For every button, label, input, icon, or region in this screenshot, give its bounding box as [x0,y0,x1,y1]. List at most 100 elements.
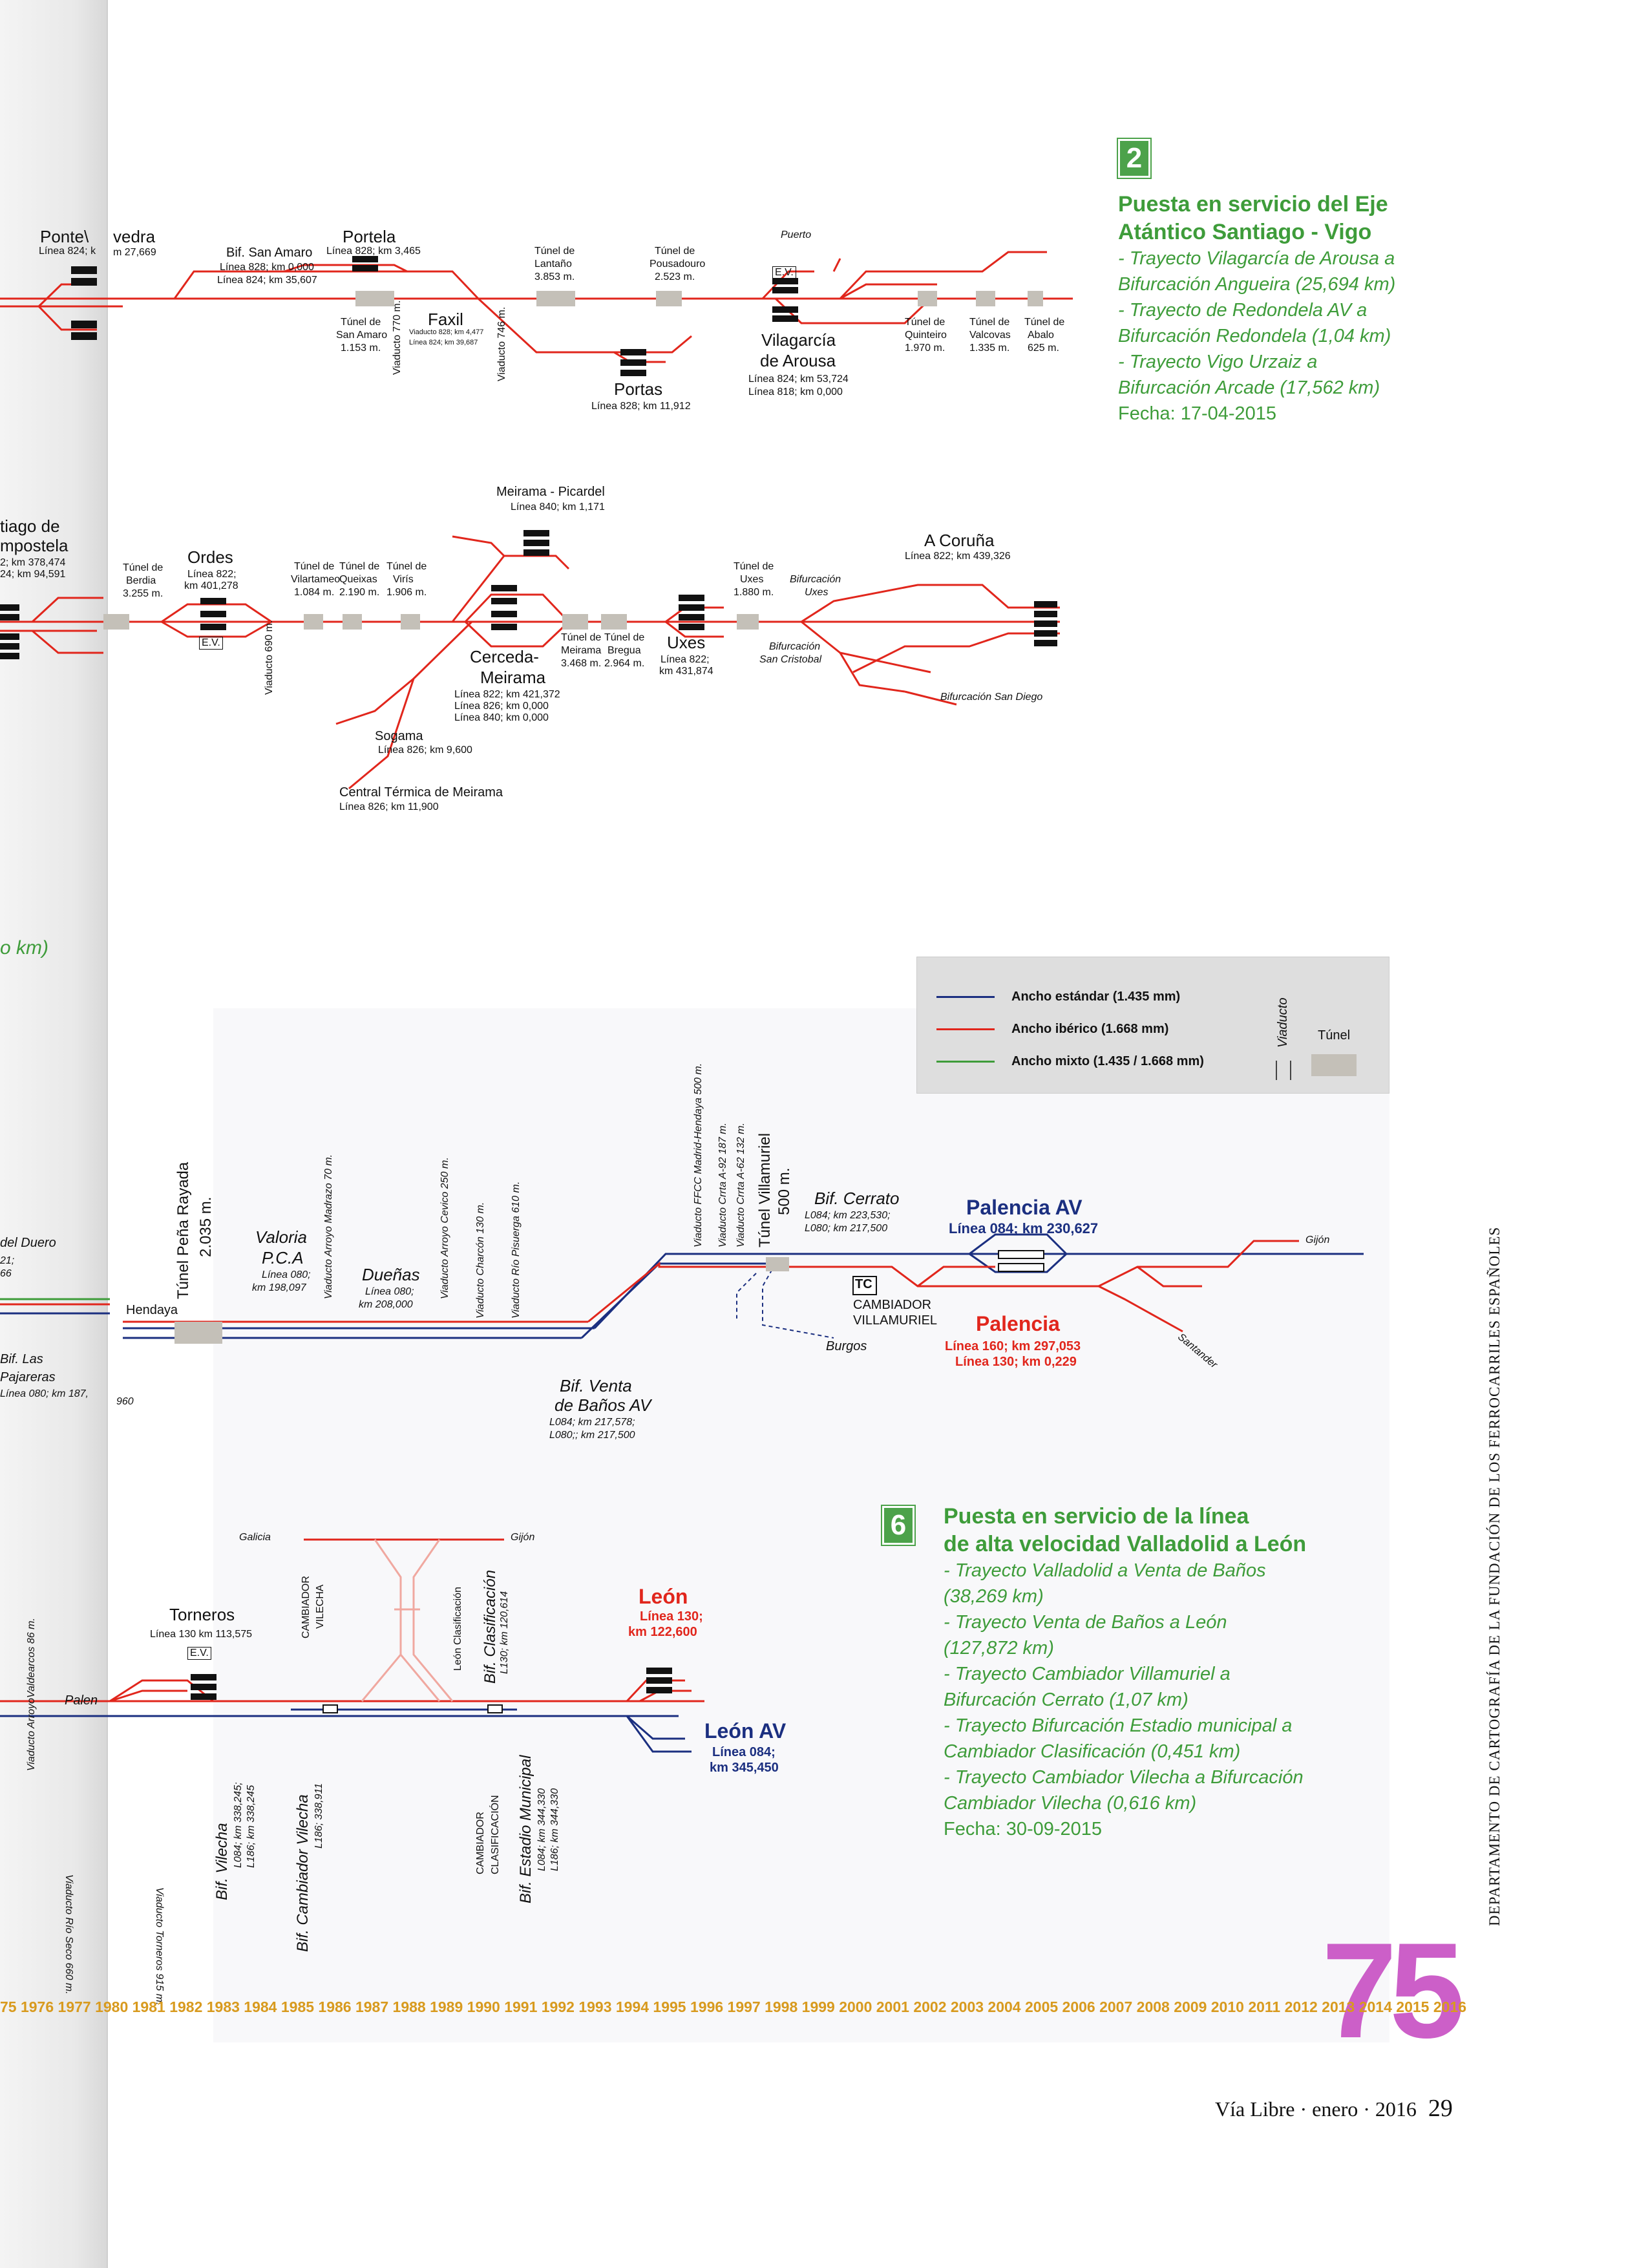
label-tunel-san-amaro-2: San Amaro [336,330,388,341]
section-2-item: - Trayecto Vigo Urzaiz a [1118,352,1318,373]
background-photo-shade [213,1008,1389,2042]
coruna-track-diagram [0,535,1060,790]
section-2-item: Bifurcación Angueira (25,694 km) [1118,274,1396,295]
label-vilagarcia-km2: Línea 818; km 0,000 [748,387,843,397]
label-tunel-vilartameo-2: Vilartameo [291,574,341,585]
label-del-duero-km1: 21; [0,1255,15,1266]
label-coruna-ev: E.V. [199,637,223,650]
label-valoria-km1: Línea 080; [262,1269,311,1280]
label-ordes: Ordes [187,547,233,567]
label-km-green: o km) [0,937,48,959]
label-tunel-queixas-3: 2.190 m. [339,587,380,598]
legend-tunel-symbol [1311,1054,1357,1076]
label-santiago-2: mpostela [0,536,69,555]
label-tunel-uxes-3: 1.880 m. [734,587,774,598]
label-tunel-meirama-3: 3.468 m. [561,658,602,669]
label-santiago-km1: 2; km 378,474 [0,557,66,568]
palencia-dashed-tracks [736,1263,834,1339]
label-tunel-berdia-3: 3.255 m. [123,588,164,599]
label-viaducto-pisuerga: Viaducto Río Pisuerga 610 m. [511,1181,522,1319]
section-6-item: - Trayecto Venta de Baños a León [944,1612,1227,1633]
label-portela-km: Línea 828; km 3,465 [326,246,421,257]
label-pontevedra: vedra [113,227,156,246]
page-number: 29 [1428,2095,1453,2122]
palencia-tunnels [174,1257,789,1344]
label-portas: Portas [614,379,663,399]
coruna-stations [0,530,1057,659]
label-leon-km2: km 122,600 [628,1625,697,1639]
label-vigo-ev: E.V. [772,266,796,280]
label-palencia: Palencia [976,1312,1060,1335]
label-tunel-queixas-2: Queixas [339,574,377,585]
legend-iberico: Ancho ibérico (1.668 mm) [936,1022,1168,1037]
label-tunel-bregua-1: Túnel de [604,632,645,643]
label-leon: León [639,1585,688,1608]
label-valoria-1: Valoria [255,1227,307,1247]
label-tunel-lantano-1: Túnel de [534,246,575,257]
label-viaducto-a62: Viaducto Crrta A-62 132 m. [735,1123,746,1247]
label-leon-av: León AV [704,1719,787,1743]
label-duenas-km1: Línea 080; [365,1286,414,1297]
label-tunel-lantano-2: Lantaño [534,259,572,270]
label-leon-av-km2: km 345,450 [710,1761,779,1775]
label-tunel-vilartameo-1: Túnel de [294,561,335,572]
label-viaducto-torneros: Viaducto Torneros 915 m. [154,1887,165,2006]
label-bif-san-amaro-km1: Línea 828; km 0,000 [220,262,314,273]
footer-text: Vía Libre · enero · 2016 [1215,2097,1417,2121]
leon-stations [191,1668,672,1700]
section-2-fecha: Fecha: 17-04-2015 [1118,403,1277,425]
label-tunel-virs-1: Túnel de [386,561,427,572]
section-2-panel: 2 Puesta en servicio del Eje Atántico Sa… [1117,138,1454,427]
section-6-item: - Trayecto Cambiador Vilecha a Bifurcaci… [944,1767,1304,1788]
legend-tunel: Túnel [1318,1028,1351,1043]
label-bif-cerrato: Bif. Cerrato [814,1189,900,1208]
label-cambiador-villamuriel-2: VILLAMURIEL [853,1313,938,1328]
label-tunel-uxes-1: Túnel de [734,561,774,572]
label-tunel-abalo-2: Abalo [1028,330,1054,341]
legend-mixto: Ancho mixto (1.435 / 1.668 mm) [936,1054,1204,1069]
section-2-item: - Trayecto de Redondela AV a [1118,300,1368,321]
label-torneros: Torneros [169,1605,235,1624]
label-bif-cerrato-km2: L080; km 217,500 [805,1223,888,1234]
label-tunel-abalo-1: Túnel de [1024,317,1065,328]
label-santiago-1: tiago de [0,516,60,536]
label-viaducto-charcon: Viaducto Charcón 130 m. [475,1202,486,1319]
label-bif-clasificacion: Bif. Clasificación [481,1569,499,1684]
label-palencia-av: Palencia AV [966,1196,1083,1219]
label-palencia-km1: Línea 160; km 297,053 [945,1339,1081,1353]
label-cerceda-km3: Línea 840; km 0,000 [454,712,549,723]
label-bif-venta-1: Bif. Venta [560,1376,632,1395]
label-faxil-km2: Línea 824; km 39,687 [409,339,478,346]
leon-blue-tracks [0,1708,692,1753]
label-viaducto-cevico: Viaducto Arroyo Cevico 250 m. [439,1157,450,1299]
label-bif-san-amaro-km2: Línea 824; km 35,607 [217,275,317,286]
section-6-item: (38,269 km) [944,1586,1044,1607]
label-valoria-km2: km 198,097 [252,1282,306,1293]
vigo-stations [71,256,798,376]
legend-estandar: Ancho estándar (1.435 mm) [936,990,1180,1004]
label-tunel-quinteiro-1: Túnel de [905,317,945,328]
label-tunel-villamuriel-2: 500 m. [776,1167,793,1215]
section-6-title-2: de alta velocidad Valladolid a León [944,1531,1307,1556]
label-del-duero-km2: 66 [0,1268,12,1279]
label-tunel-quinteiro-3: 1.970 m. [905,343,945,354]
section-2-number: 2 [1117,138,1152,179]
label-palencia-av-km: Línea 084; km 230,627 [949,1220,1099,1236]
leon-pink-transition [361,1539,454,1702]
label-viaducto-690: Viaducto 690 m. [264,620,275,695]
label-cerceda-1: Cerceda- [470,647,539,666]
label-tunel-san-amaro-1: Túnel de [341,317,381,328]
label-bif-uxes-2: Uxes [805,587,829,598]
coruna-tunnels [103,614,759,630]
label-viaducto-770: Viaducto 770 m. [392,300,403,375]
label-tunel-valcovas-2: Valcovas [969,330,1011,341]
section-6-item: - Trayecto Bifurcación Estadio municipal… [944,1715,1293,1737]
label-bif-estadio-km1: L084; km 344,330 [536,1788,547,1871]
label-leon-gijon: Gijón [511,1532,535,1543]
label-galicia: Galicia [239,1532,271,1543]
label-cambiador-clas-1: CAMBIADOR [475,1812,486,1874]
label-bif-cerrato-km1: L084; km 223,530; [805,1210,891,1221]
label-pontevedra-km: m 27,669 [113,247,156,258]
label-tunel-quinteiro-2: Quinteiro [905,330,947,341]
